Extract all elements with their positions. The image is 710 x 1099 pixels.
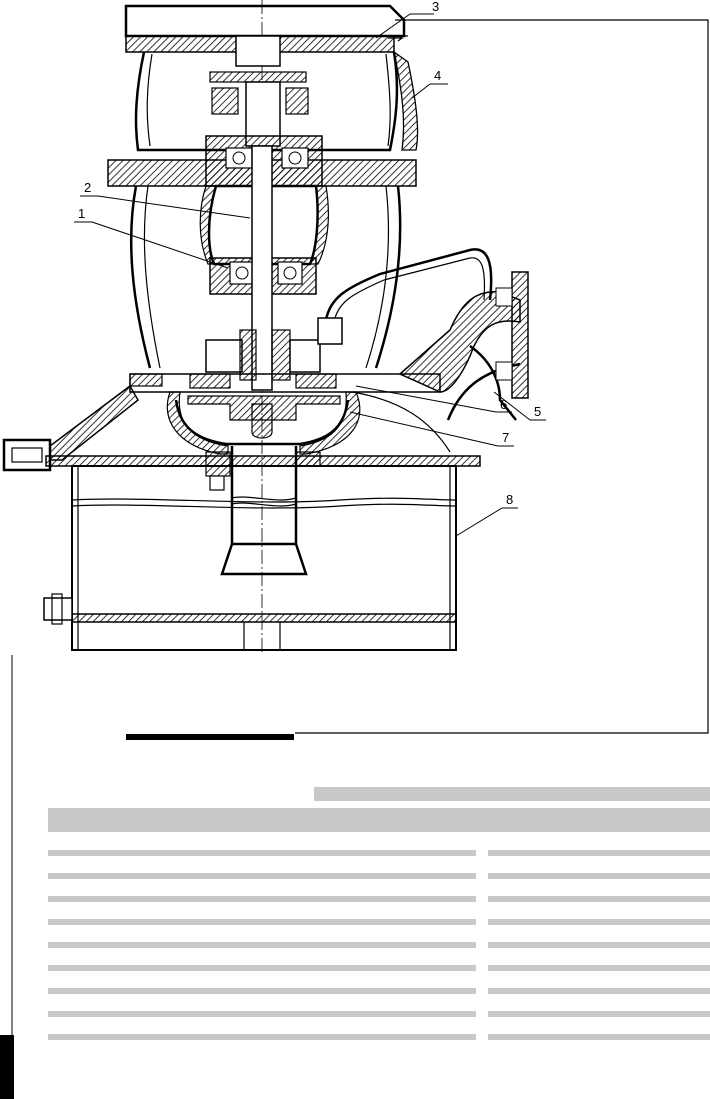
table-row xyxy=(48,942,476,948)
flush-pipe xyxy=(317,248,493,345)
table-column-header xyxy=(48,808,710,832)
table-row xyxy=(48,873,476,879)
suction-pipe xyxy=(220,446,308,576)
table-header-bar xyxy=(314,787,710,801)
table-row-value xyxy=(488,988,710,994)
callout-7: 7 xyxy=(502,430,509,445)
table-row-value xyxy=(488,850,710,856)
suction-tank xyxy=(43,465,457,651)
table-row xyxy=(48,988,476,994)
table-row xyxy=(48,896,476,902)
table-row-value xyxy=(488,873,710,879)
callout-leaders xyxy=(74,13,546,537)
mechanical-seal xyxy=(205,329,321,381)
table-row-value xyxy=(488,1011,710,1017)
callout-4: 4 xyxy=(434,68,441,83)
table-row xyxy=(48,1034,476,1040)
callout-8: 8 xyxy=(506,492,513,507)
table-row xyxy=(48,965,476,971)
table-row-value xyxy=(488,942,710,948)
table-row xyxy=(48,850,476,856)
sheet-frame xyxy=(0,19,709,1099)
callout-3: 3 xyxy=(432,0,439,14)
table-row-value xyxy=(488,919,710,925)
table-row xyxy=(48,1011,476,1017)
callout-2: 2 xyxy=(84,180,91,195)
callout-1: 1 xyxy=(78,206,85,221)
table-row-value xyxy=(488,1034,710,1040)
table-row-value xyxy=(488,896,710,902)
pump-casing xyxy=(49,271,529,461)
callout-5: 5 xyxy=(534,404,541,419)
table-row xyxy=(48,919,476,925)
pump-shaft xyxy=(251,145,273,391)
table-row-value xyxy=(488,965,710,971)
callout-6: 6 xyxy=(500,397,507,412)
